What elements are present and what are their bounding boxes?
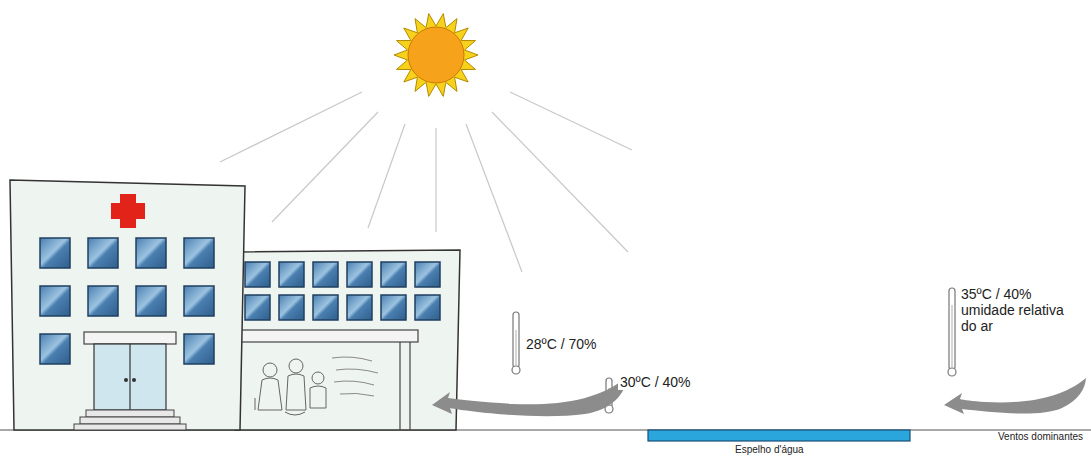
- window: [347, 295, 372, 320]
- window: [415, 295, 440, 320]
- sun-rays: [220, 92, 632, 272]
- window: [40, 334, 70, 364]
- wind-arrows: [432, 376, 1086, 416]
- window: [347, 262, 372, 287]
- window: [136, 286, 166, 316]
- thermometers: [512, 288, 956, 413]
- window: [313, 262, 338, 287]
- window: [245, 295, 270, 320]
- window: [88, 286, 118, 316]
- window: [279, 295, 304, 320]
- sun: [394, 14, 478, 97]
- temperature-label: 28ºC / 70%: [524, 336, 599, 352]
- window: [136, 238, 166, 268]
- water-mirror: [648, 430, 910, 441]
- window: [40, 238, 70, 268]
- hospital-wing: [232, 250, 460, 430]
- window: [415, 262, 440, 287]
- window: [381, 295, 406, 320]
- window: [40, 286, 70, 316]
- wind-label: Ventos dominantes: [996, 431, 1085, 443]
- temperature-label: 30ºC / 40%: [618, 374, 693, 390]
- water-mirror-label: Espelho d'água: [733, 444, 806, 456]
- window: [184, 334, 214, 364]
- hospital-building: [10, 180, 245, 430]
- temperature-label: 35ºC / 40% umidade relativa do ar: [959, 286, 1075, 334]
- window: [313, 295, 338, 320]
- window: [381, 262, 406, 287]
- window: [245, 262, 270, 287]
- window: [279, 262, 304, 287]
- window: [184, 238, 214, 268]
- window: [184, 286, 214, 316]
- window: [88, 238, 118, 268]
